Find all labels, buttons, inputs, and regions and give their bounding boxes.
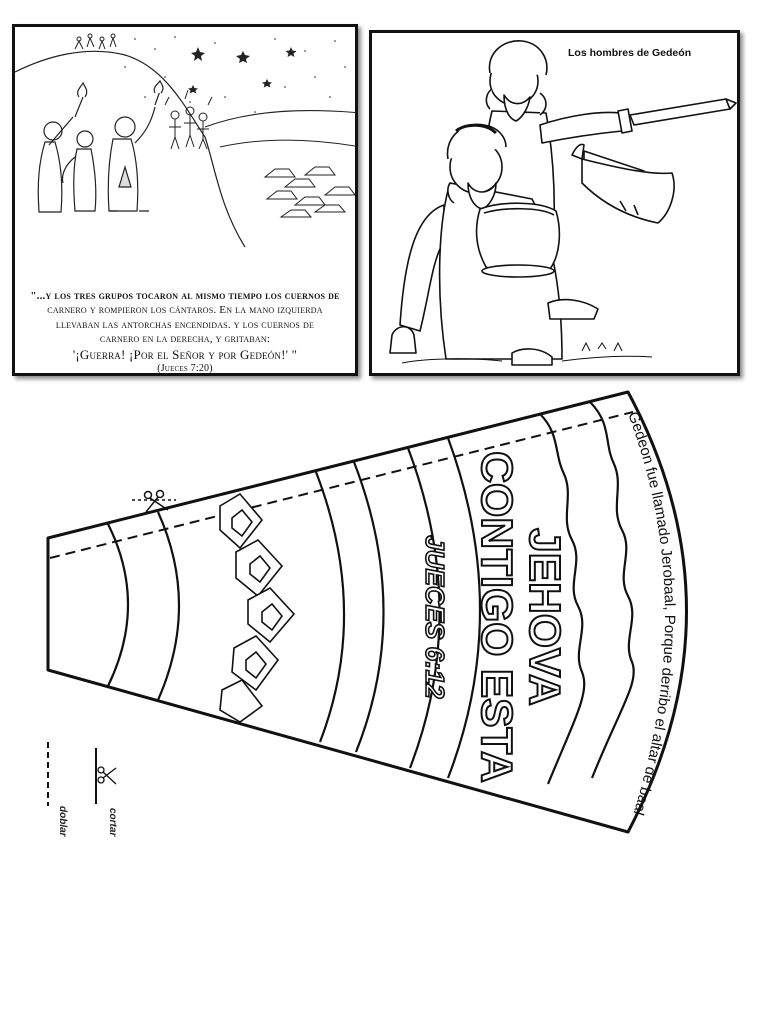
gideon-men-illustration bbox=[389, 40, 737, 366]
battle-cry: '¡Guerra! ¡Por el Señor y por Gedeón!' " bbox=[72, 346, 298, 362]
illustration-panel-battle: "...y los tres grupos tocaron al mismo t… bbox=[12, 24, 358, 376]
cut-label: cortar bbox=[107, 808, 118, 837]
verse-line: "...y los tres grupos tocaron al mismo t… bbox=[30, 290, 340, 302]
headline-jehova: JEHOVA bbox=[520, 528, 569, 706]
band-lines bbox=[107, 437, 482, 779]
illustration-panel-gideon-men: Los hombres de Gedeón bbox=[369, 30, 740, 376]
scissors-icon bbox=[132, 489, 176, 513]
star-icon bbox=[188, 47, 297, 94]
verse-line: llevaban las antorchas encendidas. y los… bbox=[55, 318, 315, 331]
fold-label: doblar bbox=[57, 806, 68, 838]
verse-line: carnero en la derecha, y gritaban: bbox=[99, 333, 271, 346]
battle-scene-illustration bbox=[15, 33, 355, 248]
scissors-icon bbox=[97, 766, 117, 785]
cutout-outline bbox=[46, 390, 688, 834]
wavy-lines bbox=[539, 401, 635, 785]
scripture-quote: "...y los tres grupos tocaron al mismo t… bbox=[15, 289, 355, 375]
headline-contigo-esta: CONTIGO ESTA bbox=[472, 451, 521, 783]
cutout-reference: JUECES 6:12 bbox=[420, 535, 450, 699]
horn-cutout-template: Gedeon fue llamado Jerobaal, Porque derr… bbox=[46, 390, 688, 838]
diamond-pattern bbox=[219, 492, 296, 723]
headline-group: JEHOVA CONTIGO ESTA JUECES 6:12 bbox=[419, 450, 570, 784]
scripture-reference: (Jueces 7:20) bbox=[157, 363, 213, 375]
legend: doblar cortar bbox=[47, 742, 118, 838]
fold-line bbox=[49, 411, 634, 559]
verse-line: carnero y rompieron los cántaros. En la … bbox=[47, 304, 323, 317]
panel-title: Los hombres de Gedeón bbox=[568, 47, 692, 59]
